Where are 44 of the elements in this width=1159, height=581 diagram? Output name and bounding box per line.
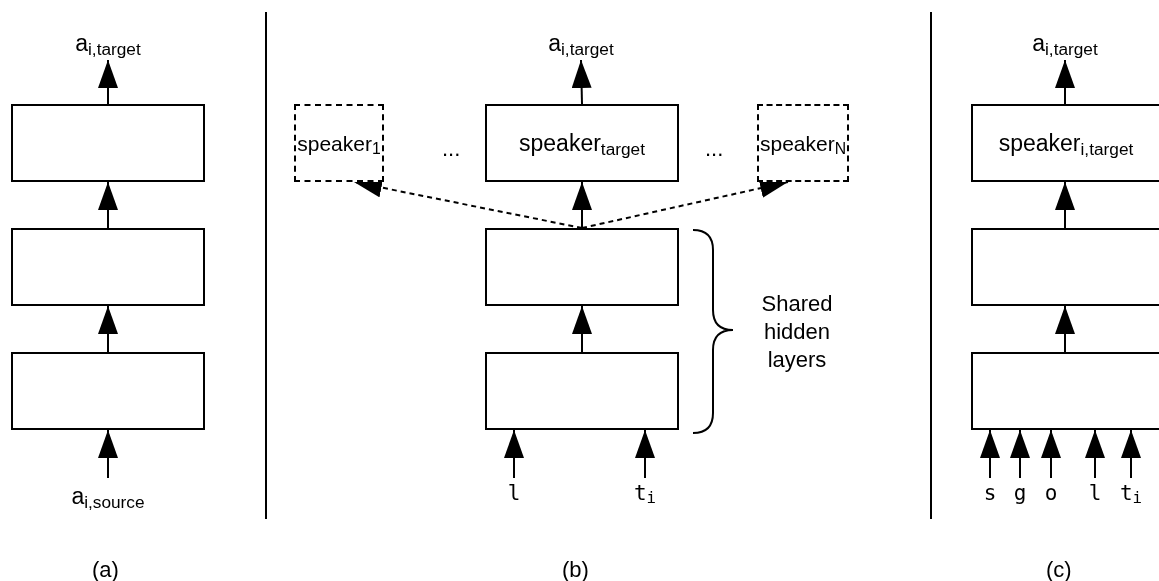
ellipsis-label: ... xyxy=(442,135,461,163)
ellipsis-label: ... xyxy=(705,135,724,163)
math-label: t$_{i}$ xyxy=(633,482,657,504)
arrow xyxy=(1055,181,1075,229)
math-label: l xyxy=(507,482,521,504)
panel-label: (c) xyxy=(1046,556,1072,581)
math-label: t$_{i}$ xyxy=(1119,482,1143,504)
speaker-box xyxy=(971,104,1159,182)
speaker-box xyxy=(757,104,849,182)
arrow xyxy=(98,429,118,479)
layer-box xyxy=(485,352,679,430)
box-label: speaker$_{N}$ xyxy=(759,132,847,154)
arrow xyxy=(98,181,118,229)
brace-label: Shared hidden layers xyxy=(760,290,834,374)
arrow xyxy=(980,429,1000,479)
speaker-box xyxy=(294,104,384,182)
layer-box xyxy=(11,228,205,306)
arrow xyxy=(98,59,118,105)
layer-box xyxy=(971,352,1159,430)
arrow xyxy=(1055,305,1075,353)
layer-box xyxy=(971,228,1159,306)
math-label: g xyxy=(1013,482,1027,504)
math-label: o xyxy=(1044,482,1058,504)
arrow xyxy=(504,429,524,479)
panel-label: (b) xyxy=(562,556,589,581)
layer-box xyxy=(11,352,205,430)
arrow xyxy=(1055,59,1075,105)
math-label: s xyxy=(983,482,997,504)
arrow xyxy=(572,305,592,353)
math-label: l xyxy=(1088,482,1102,504)
arrow xyxy=(571,59,592,105)
layer-box xyxy=(485,228,679,306)
arrow xyxy=(1010,429,1030,479)
arrow xyxy=(635,429,655,479)
arrow xyxy=(572,181,592,229)
box-label: speaker$_{1}$ xyxy=(297,132,381,154)
arrow xyxy=(1085,429,1105,479)
arrow xyxy=(98,305,118,353)
layer-box xyxy=(11,104,205,182)
arrow xyxy=(1121,429,1141,479)
math-label: a$_{i,source}$ xyxy=(71,484,145,508)
panel-label: (a) xyxy=(92,556,119,581)
arrow xyxy=(1041,429,1061,479)
speaker-box xyxy=(485,104,679,182)
